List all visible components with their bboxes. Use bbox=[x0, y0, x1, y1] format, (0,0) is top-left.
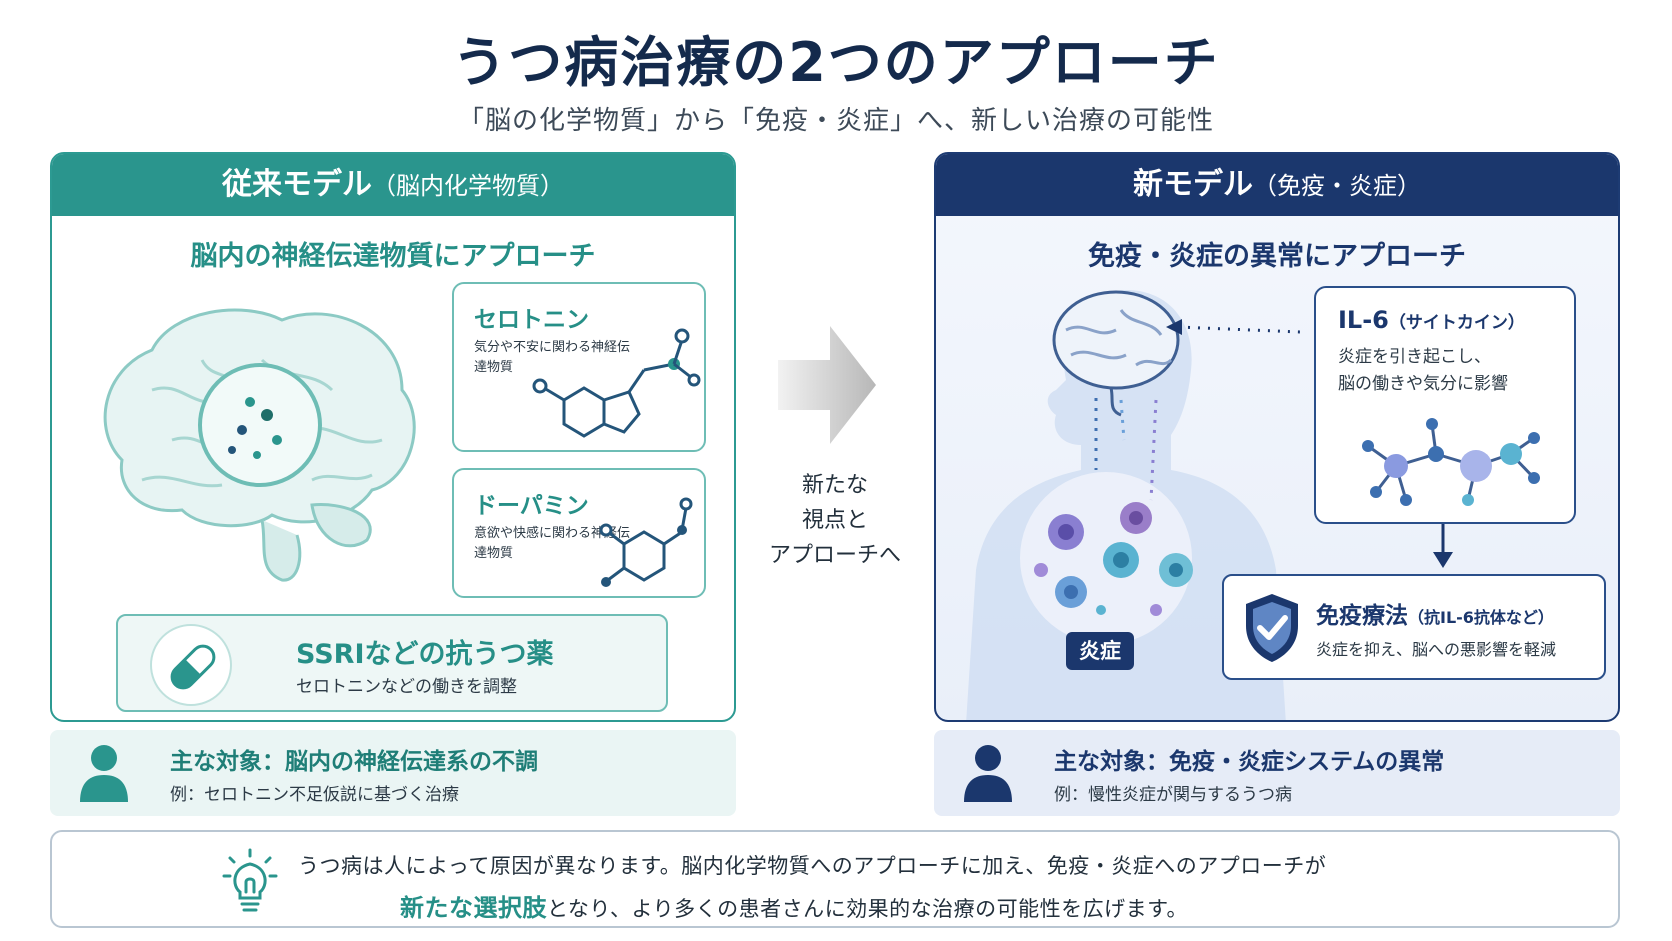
new-target-main: 主な対象：免疫・炎症システムの異常 bbox=[1054, 749, 1445, 775]
lightbulb-icon bbox=[222, 848, 278, 912]
new-target-bar: 主な対象：免疫・炎症システムの異常 例：慢性炎症が関与するうつ病 bbox=[934, 730, 1620, 816]
summary-highlight: 新たな選択肢 bbox=[400, 894, 547, 922]
inflammation-badge: 炎症 bbox=[1066, 632, 1134, 670]
il6-paren: （サイトカイン） bbox=[1388, 313, 1525, 333]
brain-illustration bbox=[103, 308, 416, 582]
person-icon bbox=[80, 745, 128, 802]
page-title: うつ病治療の2つのアプローチ bbox=[452, 31, 1220, 94]
immunotherapy-box: 免疫療法（抗IL-6抗体など） 炎症を抑え、脳への悪影響を軽減 bbox=[1222, 574, 1606, 680]
dopamine-name: ドーパミン bbox=[474, 493, 589, 519]
serotonin-box: セロトニン 気分や不安に関わる神経伝達物質 bbox=[452, 282, 706, 452]
summary-line-2: 新たな選択肢となり、より多くの患者さんに効果的な治療の可能性を広げます。 bbox=[400, 888, 1188, 923]
traditional-model-panel: 従来モデル（脳内化学物質） 脳内の神経伝達物質にアプローチ セロトニン 気分や不… bbox=[50, 152, 736, 722]
traditional-model-subheading: 脳内の神経伝達物質にアプローチ bbox=[190, 241, 596, 272]
il6-desc: 炎症を引き起こし、 脳の働きや気分に影響 bbox=[1338, 344, 1508, 398]
traditional-target-example: 例：セロトニン不足仮説に基づく治療 bbox=[170, 785, 459, 805]
transition-line-1: 新たな bbox=[801, 473, 868, 498]
il6-box: IL-6（サイトカイン） 炎症を引き起こし、 脳の働きや気分に影響 bbox=[1314, 286, 1576, 524]
new-target-example: 例：慢性炎症が関与するうつ病 bbox=[1054, 785, 1292, 805]
serotonin-desc: 気分や不安に関わる神経伝達物質 bbox=[474, 340, 631, 375]
dopamine-box: ドーパミン 意欲や快感に関わる神経伝達物質 bbox=[452, 468, 706, 598]
immunotherapy-title: 免疫療法（抗IL-6抗体など） bbox=[1316, 596, 1554, 630]
new-model-paren: （免疫・炎症） bbox=[1253, 172, 1421, 200]
summary-line-2-rest: となり、より多くの患者さんに効果的な治療の可能性を広げます。 bbox=[547, 897, 1189, 921]
serotonin-name: セロトニン bbox=[474, 307, 589, 333]
human-silhouette bbox=[966, 290, 1286, 720]
il6-desc-line-2: 脳の働きや気分に影響 bbox=[1338, 374, 1508, 394]
il6-name: IL-6（サイトカイン） bbox=[1338, 306, 1525, 334]
traditional-model-paren: （脳内化学物質） bbox=[372, 172, 564, 200]
capsule-icon bbox=[150, 624, 232, 706]
immunotherapy-desc: 炎症を抑え、脳への悪影響を軽減 bbox=[1316, 640, 1557, 659]
transition-line-3: アプローチへ bbox=[768, 543, 901, 568]
cytokine-molecule-icon bbox=[1362, 418, 1540, 506]
arrow-right-icon bbox=[778, 326, 876, 444]
shield-check-icon bbox=[1246, 594, 1298, 662]
ssri-title: SSRIなどの抗うつ薬 bbox=[296, 639, 554, 670]
new-model-header: 新モデル（免疫・炎症） bbox=[936, 154, 1618, 216]
page-subtitle: 「脳の化学物質」から「免疫・炎症」へ、新しい治療の可能性 bbox=[457, 106, 1214, 136]
transition-caption: 新たな 視点と アプローチへ bbox=[748, 468, 922, 573]
summary-box: うつ病は人によって原因が異なります。脳内化学物質へのアプローチに加え、免疫・炎症… bbox=[50, 830, 1620, 928]
summary-line-1: うつ病は人によって原因が異なります。脳内化学物質へのアプローチに加え、免疫・炎症… bbox=[298, 854, 1327, 878]
dopamine-molecule-icon bbox=[599, 497, 693, 587]
transition-line-2: 視点と bbox=[801, 508, 868, 533]
dopamine-desc: 意欲や快感に関わる神経伝達物質 bbox=[474, 526, 631, 561]
arrow-down-icon bbox=[1433, 524, 1453, 568]
traditional-target-bar: 主な対象：脳内の神経伝達系の不調 例：セロトニン不足仮説に基づく治療 bbox=[50, 730, 736, 816]
immunotherapy-paren: （抗IL-6抗体など） bbox=[1408, 608, 1554, 627]
traditional-model-header: 従来モデル（脳内化学物質） bbox=[52, 154, 734, 216]
ssri-box: SSRIなどの抗うつ薬 セロトニンなどの働きを調整 bbox=[116, 614, 668, 712]
traditional-target-main: 主な対象：脳内の神経伝達系の不調 bbox=[170, 749, 538, 775]
serotonin-molecule-icon bbox=[532, 328, 701, 438]
new-model-panel: 新モデル（免疫・炎症） 免疫・炎症の異常にアプローチ 炎症 IL-6（サイトカイ… bbox=[934, 152, 1620, 722]
new-model-subheading: 免疫・炎症の異常にアプローチ bbox=[1088, 241, 1466, 272]
traditional-model-title: 従来モデル bbox=[222, 167, 372, 202]
il6-desc-line-1: 炎症を引き起こし、 bbox=[1338, 347, 1491, 367]
il6-label: IL-6 bbox=[1338, 306, 1389, 334]
new-model-title: 新モデル bbox=[1133, 167, 1253, 202]
dotted-arrow-icon bbox=[1166, 319, 1301, 335]
ssri-desc: セロトニンなどの働きを調整 bbox=[296, 677, 517, 697]
person-icon bbox=[964, 745, 1012, 802]
immunotherapy-label: 免疫療法 bbox=[1316, 603, 1408, 629]
